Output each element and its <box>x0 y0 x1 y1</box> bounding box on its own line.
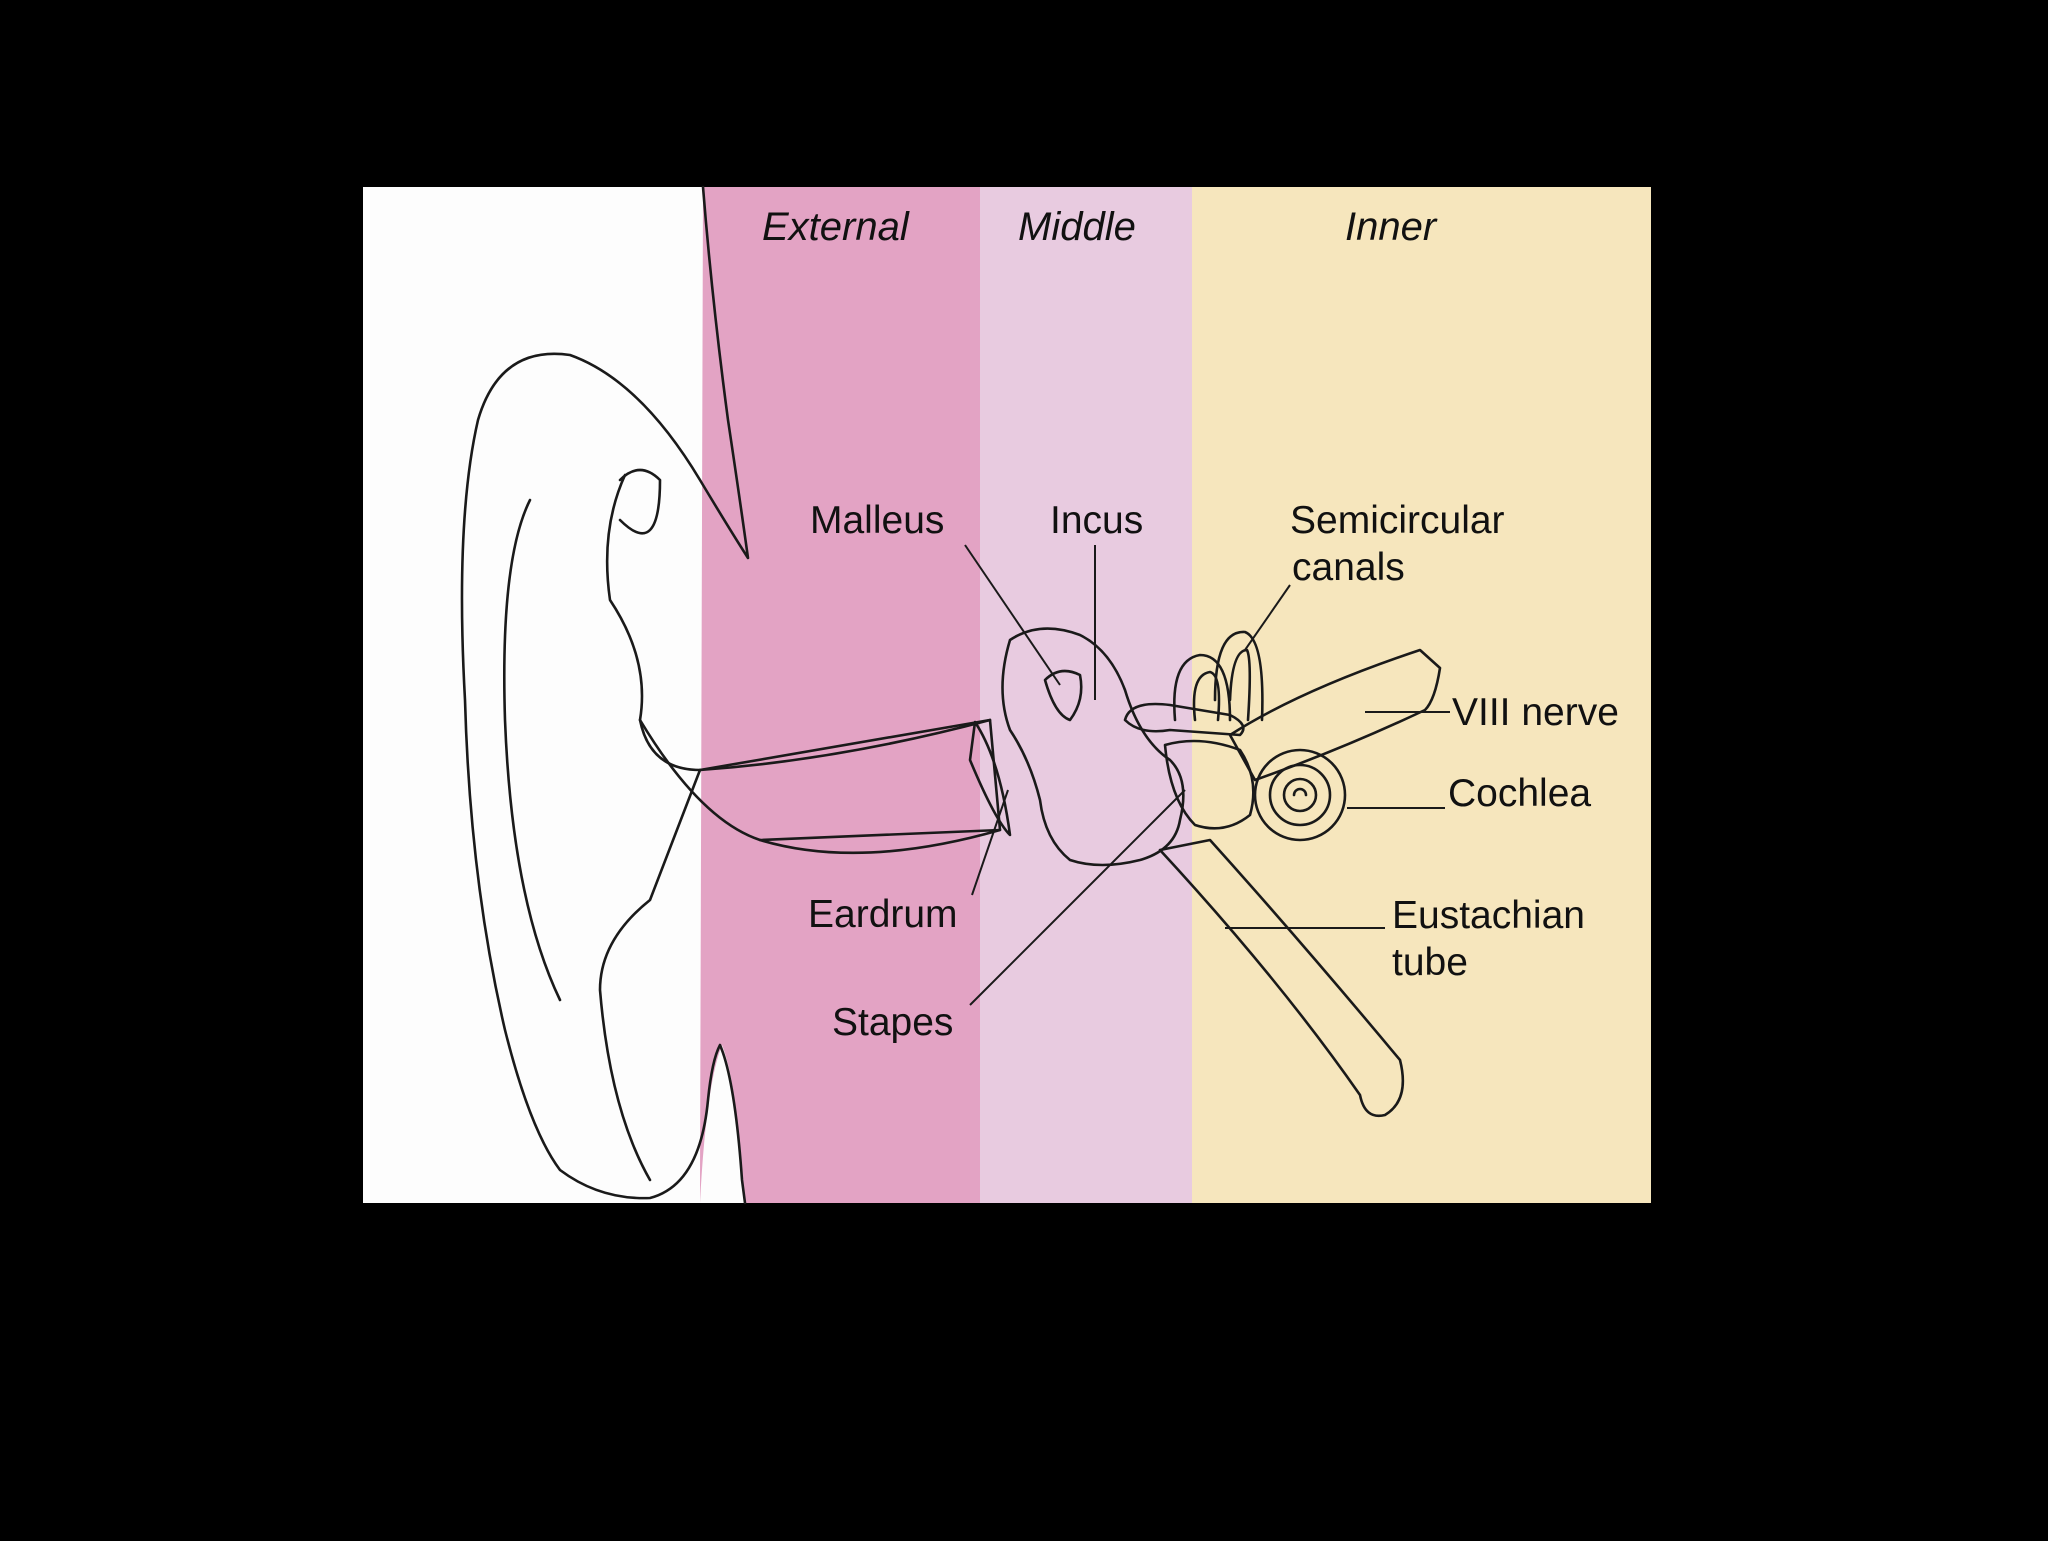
concha-fold <box>605 473 992 772</box>
eustachian-label-line1: Eustachian <box>1392 894 1585 937</box>
semicircular-leader <box>1244 584 1291 651</box>
eardrum-label: Eardrum <box>808 893 958 936</box>
cochlea-label: Cochlea <box>1448 772 1591 815</box>
viii-nerve-label: VIII nerve <box>1452 691 1619 734</box>
tragus-fold <box>618 468 662 535</box>
canal-loop-2 <box>1213 630 1264 722</box>
canal-loop-1-inner <box>1192 670 1221 722</box>
semicircular-label-line1: Semicircular <box>1290 499 1505 542</box>
eustachian-label-line2: tube <box>1392 941 1468 984</box>
auricle-outline <box>460 185 750 1205</box>
cochlea-spiral <box>1253 748 1347 842</box>
incus-label: Incus <box>1050 499 1143 542</box>
lobule-fold <box>598 768 702 1182</box>
ear-canal <box>698 718 1002 855</box>
middle-label: Middle <box>1018 205 1136 249</box>
external-zone <box>700 187 980 1203</box>
canal-loop-1 <box>1173 653 1232 722</box>
middle-zone <box>980 187 1192 1203</box>
semicircular-label-line2: canals <box>1292 546 1405 589</box>
stapes-label: Stapes <box>832 1001 953 1044</box>
malleus-leader <box>964 544 1061 686</box>
incus-notch <box>1043 669 1083 722</box>
canal-loop-2-inner <box>1228 648 1252 722</box>
malleus-label: Malleus <box>810 499 944 542</box>
eustachian-tube-shape <box>1158 838 1405 1118</box>
inner-label: Inner <box>1345 205 1438 249</box>
antihelix-fold <box>502 498 562 1002</box>
eardrum-shape <box>968 720 1012 837</box>
ossicle-mass <box>1001 627 1185 867</box>
eardrum-leader <box>971 789 1009 896</box>
canal-floor <box>638 718 1002 842</box>
inner-zone <box>1192 187 1651 1203</box>
vestibule <box>1163 739 1255 830</box>
canal-horizontal <box>1123 702 1245 737</box>
external-label: External <box>762 205 910 249</box>
stapes-leader <box>969 789 1186 1006</box>
